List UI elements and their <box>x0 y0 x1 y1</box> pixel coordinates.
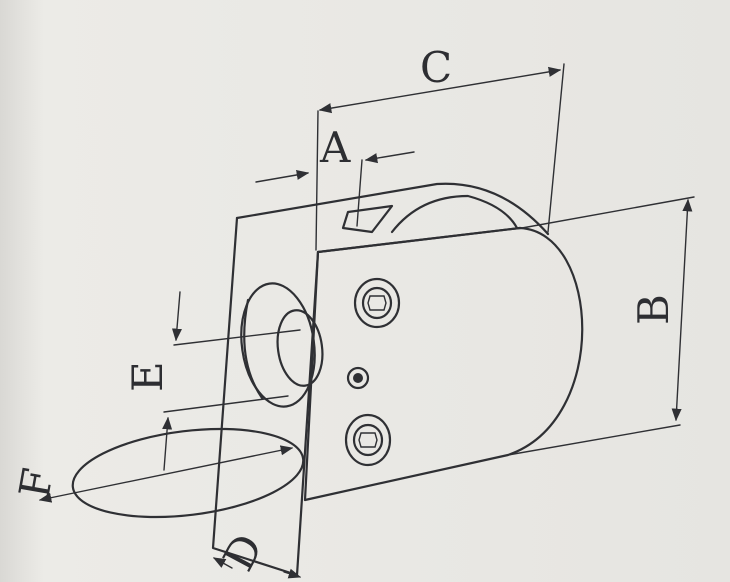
top-edge <box>235 182 550 236</box>
dimension-c <box>315 63 565 251</box>
hex-socket-screw-top-icon <box>353 277 401 329</box>
label-a: A <box>319 123 351 172</box>
top-slot <box>341 204 394 234</box>
dimension-d <box>212 557 302 579</box>
grub-screw-icon <box>346 366 370 390</box>
dimension-f <box>38 445 294 503</box>
label-b: B <box>629 294 678 325</box>
dimension-b <box>507 196 695 456</box>
back-plate <box>211 216 320 577</box>
front-face-outline <box>303 226 584 502</box>
top-round <box>390 194 519 234</box>
hex-socket-screw-bottom-icon <box>344 413 392 467</box>
label-e: E <box>123 361 172 392</box>
pipe-recess <box>240 282 316 408</box>
pipe-hole <box>276 309 324 387</box>
label-c: C <box>420 43 452 92</box>
clamp-body <box>211 182 584 577</box>
recess-arc <box>243 298 264 400</box>
dimension-a <box>255 151 415 227</box>
